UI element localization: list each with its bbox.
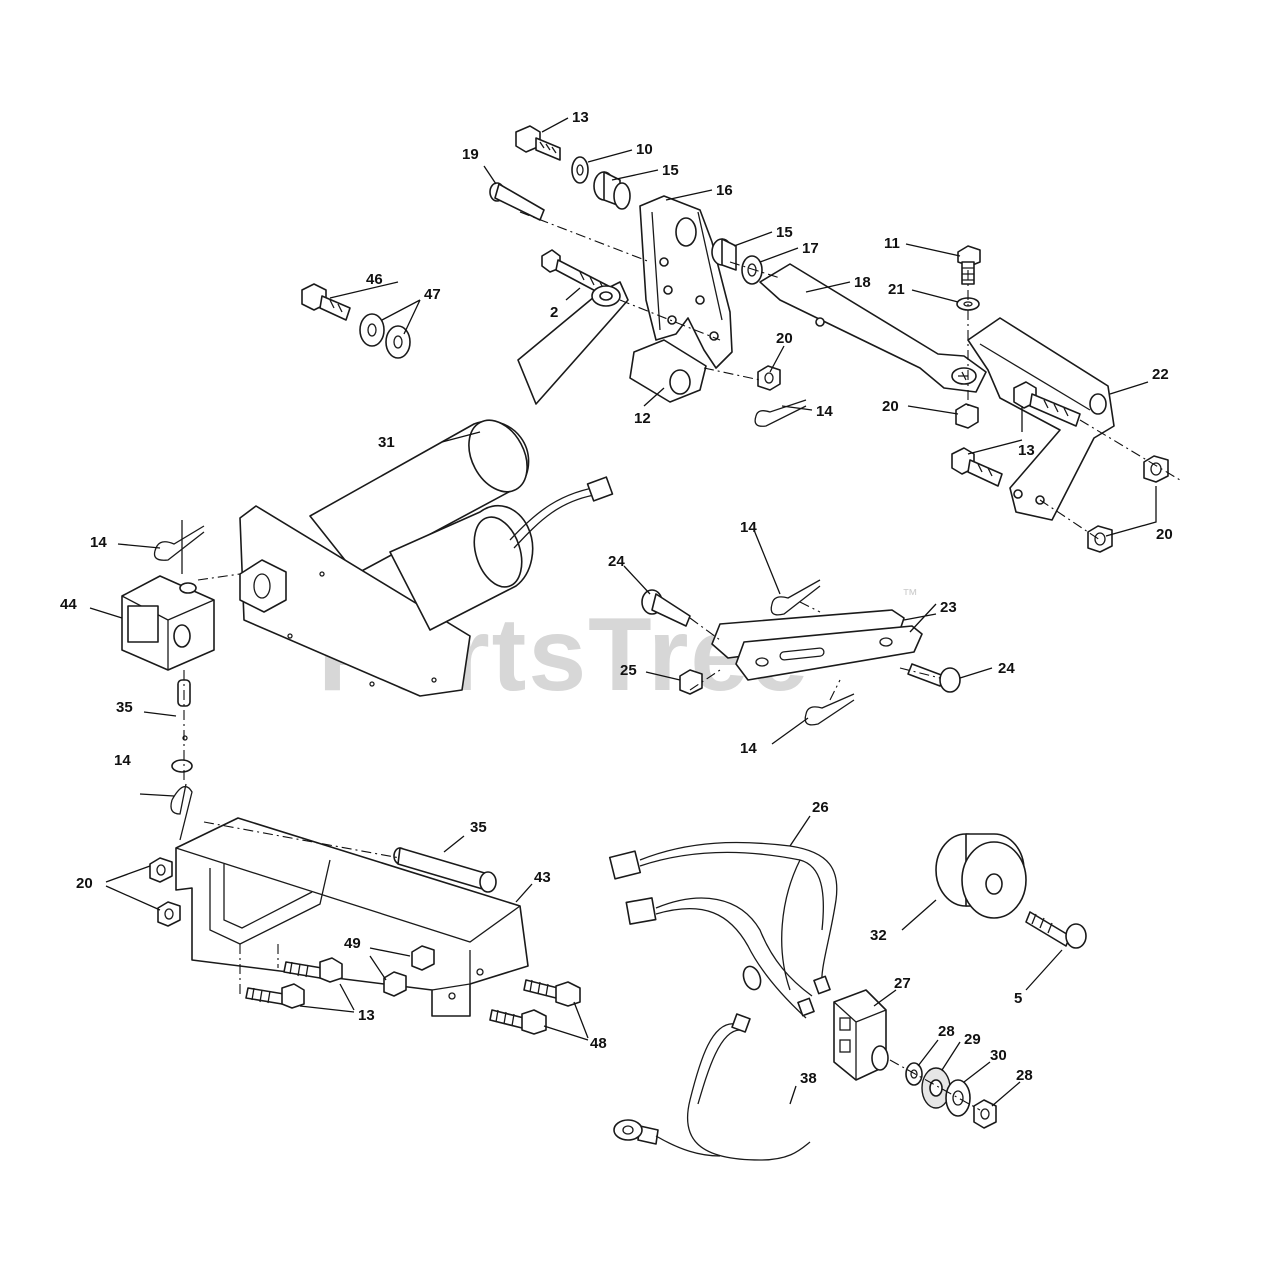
- part-bolt-13-mount-lower[interactable]: [245, 983, 305, 1009]
- callout-13-bracket: 13: [1018, 442, 1035, 459]
- callout-46: 46: [366, 271, 383, 288]
- callout-12: 12: [634, 410, 651, 427]
- part-bolt-48-lower[interactable]: [489, 1009, 547, 1035]
- part-switch-27[interactable]: [833, 989, 889, 1081]
- part-hairpin-14-slide-bottom[interactable]: [804, 693, 855, 726]
- part-washer-17[interactable]: [741, 255, 763, 285]
- part-hairpin-14-mount[interactable]: [170, 783, 193, 841]
- callout-20-right: 20: [1156, 526, 1173, 543]
- callout-44: 44: [60, 596, 77, 613]
- callout-15-top: 15: [662, 162, 679, 179]
- part-link-rod-18[interactable]: [759, 263, 987, 393]
- part-bolt-13-mount-upper[interactable]: [283, 957, 343, 983]
- watermark-trademark: ™: [902, 587, 918, 604]
- callout-25: 25: [620, 662, 637, 679]
- callout-14-top: 14: [816, 403, 833, 420]
- callout-19: 19: [462, 146, 479, 163]
- part-nut-28-outer[interactable]: [973, 1099, 997, 1129]
- callout-14-slide-bottom: 14: [740, 740, 757, 757]
- part-nut-20-right-lower[interactable]: [1087, 525, 1113, 553]
- callout-26: 26: [812, 799, 829, 816]
- callout-24-right: 24: [998, 660, 1015, 677]
- part-nut-20-mid[interactable]: [955, 403, 979, 429]
- callout-28-inner: 28: [938, 1023, 955, 1040]
- part-washer-30[interactable]: [945, 1079, 971, 1117]
- part-washer-10[interactable]: [571, 156, 589, 184]
- callout-5: 5: [1014, 990, 1022, 1007]
- part-pin-19[interactable]: [489, 182, 545, 221]
- callout-27: 27: [894, 975, 911, 992]
- callout-18: 18: [854, 274, 871, 291]
- part-hairpin-14-top[interactable]: [754, 399, 807, 427]
- part-bolt-11[interactable]: [957, 245, 981, 285]
- part-lever-bracket-16[interactable]: [639, 195, 733, 369]
- callout-23: 23: [940, 599, 957, 616]
- callout-20-mid: 20: [882, 398, 899, 415]
- part-slide-plates-23[interactable]: [711, 609, 923, 681]
- part-pin-35-horizontal[interactable]: [393, 847, 497, 893]
- part-nut-20-mount-lower[interactable]: [157, 901, 181, 927]
- part-nut-20-right-upper[interactable]: [1143, 455, 1169, 483]
- callout-labels: 13 10 15 16 19 15 17 11 18 21 2 46 47 20…: [60, 109, 1173, 1087]
- part-bracket-22[interactable]: [967, 317, 1115, 521]
- callout-47: 47: [424, 286, 441, 303]
- callout-13-top: 13: [572, 109, 589, 126]
- callout-14-slide-top: 14: [740, 519, 757, 536]
- part-pin-24-left[interactable]: [641, 589, 691, 627]
- part-ground-wire-38[interactable]: [613, 1013, 811, 1161]
- part-washers-47[interactable]: [359, 313, 411, 359]
- part-bolt-5[interactable]: [1025, 911, 1087, 949]
- callout-38: 38: [800, 1070, 817, 1087]
- part-nut-20-top[interactable]: [757, 365, 781, 391]
- part-clamp-12[interactable]: [629, 339, 707, 403]
- callout-35-vertical: 35: [116, 699, 133, 716]
- callout-24-left: 24: [608, 553, 625, 570]
- part-bolt-13-bracket-lower[interactable]: [951, 447, 1003, 487]
- callout-11: 11: [884, 235, 900, 252]
- part-pin-35-vertical[interactable]: [171, 679, 193, 773]
- callout-16: 16: [716, 182, 733, 199]
- part-bolt-13-bracket-upper[interactable]: [1013, 381, 1081, 427]
- part-hairpin-14-left[interactable]: [153, 520, 205, 574]
- part-hairpin-14-slide-top[interactable]: [770, 579, 821, 616]
- part-washer-28-inner[interactable]: [905, 1062, 923, 1086]
- callout-20-top: 20: [776, 330, 793, 347]
- part-mount-bracket-43[interactable]: [175, 817, 529, 1017]
- callout-21: 21: [888, 281, 905, 298]
- callout-13-mount: 13: [358, 1007, 375, 1024]
- callout-32: 32: [870, 927, 887, 944]
- callout-49: 49: [344, 935, 361, 952]
- callout-20-mount: 20: [76, 875, 93, 892]
- part-pin-24-right[interactable]: [907, 663, 961, 693]
- callout-14-left: 14: [90, 534, 107, 551]
- callout-2: 2: [550, 304, 558, 321]
- callout-15-right: 15: [776, 224, 793, 241]
- callout-30: 30: [990, 1047, 1007, 1064]
- part-nut-25[interactable]: [679, 669, 703, 695]
- part-socket-block-44[interactable]: [121, 575, 215, 671]
- callout-10: 10: [636, 141, 653, 158]
- callout-31: 31: [378, 434, 395, 451]
- callout-22: 22: [1152, 366, 1169, 383]
- callout-29: 29: [964, 1031, 981, 1048]
- part-bolt-13-top[interactable]: [515, 125, 561, 161]
- callout-leader-lines: [89, 117, 1157, 1107]
- callout-14-mount: 14: [114, 752, 131, 769]
- part-bolt-48-upper[interactable]: [523, 979, 581, 1007]
- callout-28-outer: 28: [1016, 1067, 1033, 1084]
- part-wire-harness-26[interactable]: [608, 841, 838, 1019]
- part-nuts-49[interactable]: [383, 945, 435, 997]
- part-knob-32[interactable]: [935, 833, 1027, 919]
- callout-48: 48: [590, 1035, 607, 1052]
- part-bolt-46[interactable]: [301, 283, 351, 321]
- part-actuator-31[interactable]: [239, 281, 629, 697]
- dashed-assembly-lines: [183, 211, 1181, 1111]
- callout-43: 43: [534, 869, 551, 886]
- callout-35-horizontal: 35: [470, 819, 487, 836]
- part-spacer-15-top[interactable]: [593, 171, 631, 210]
- part-nut-20-mount-upper[interactable]: [149, 857, 173, 883]
- callout-17: 17: [802, 240, 819, 257]
